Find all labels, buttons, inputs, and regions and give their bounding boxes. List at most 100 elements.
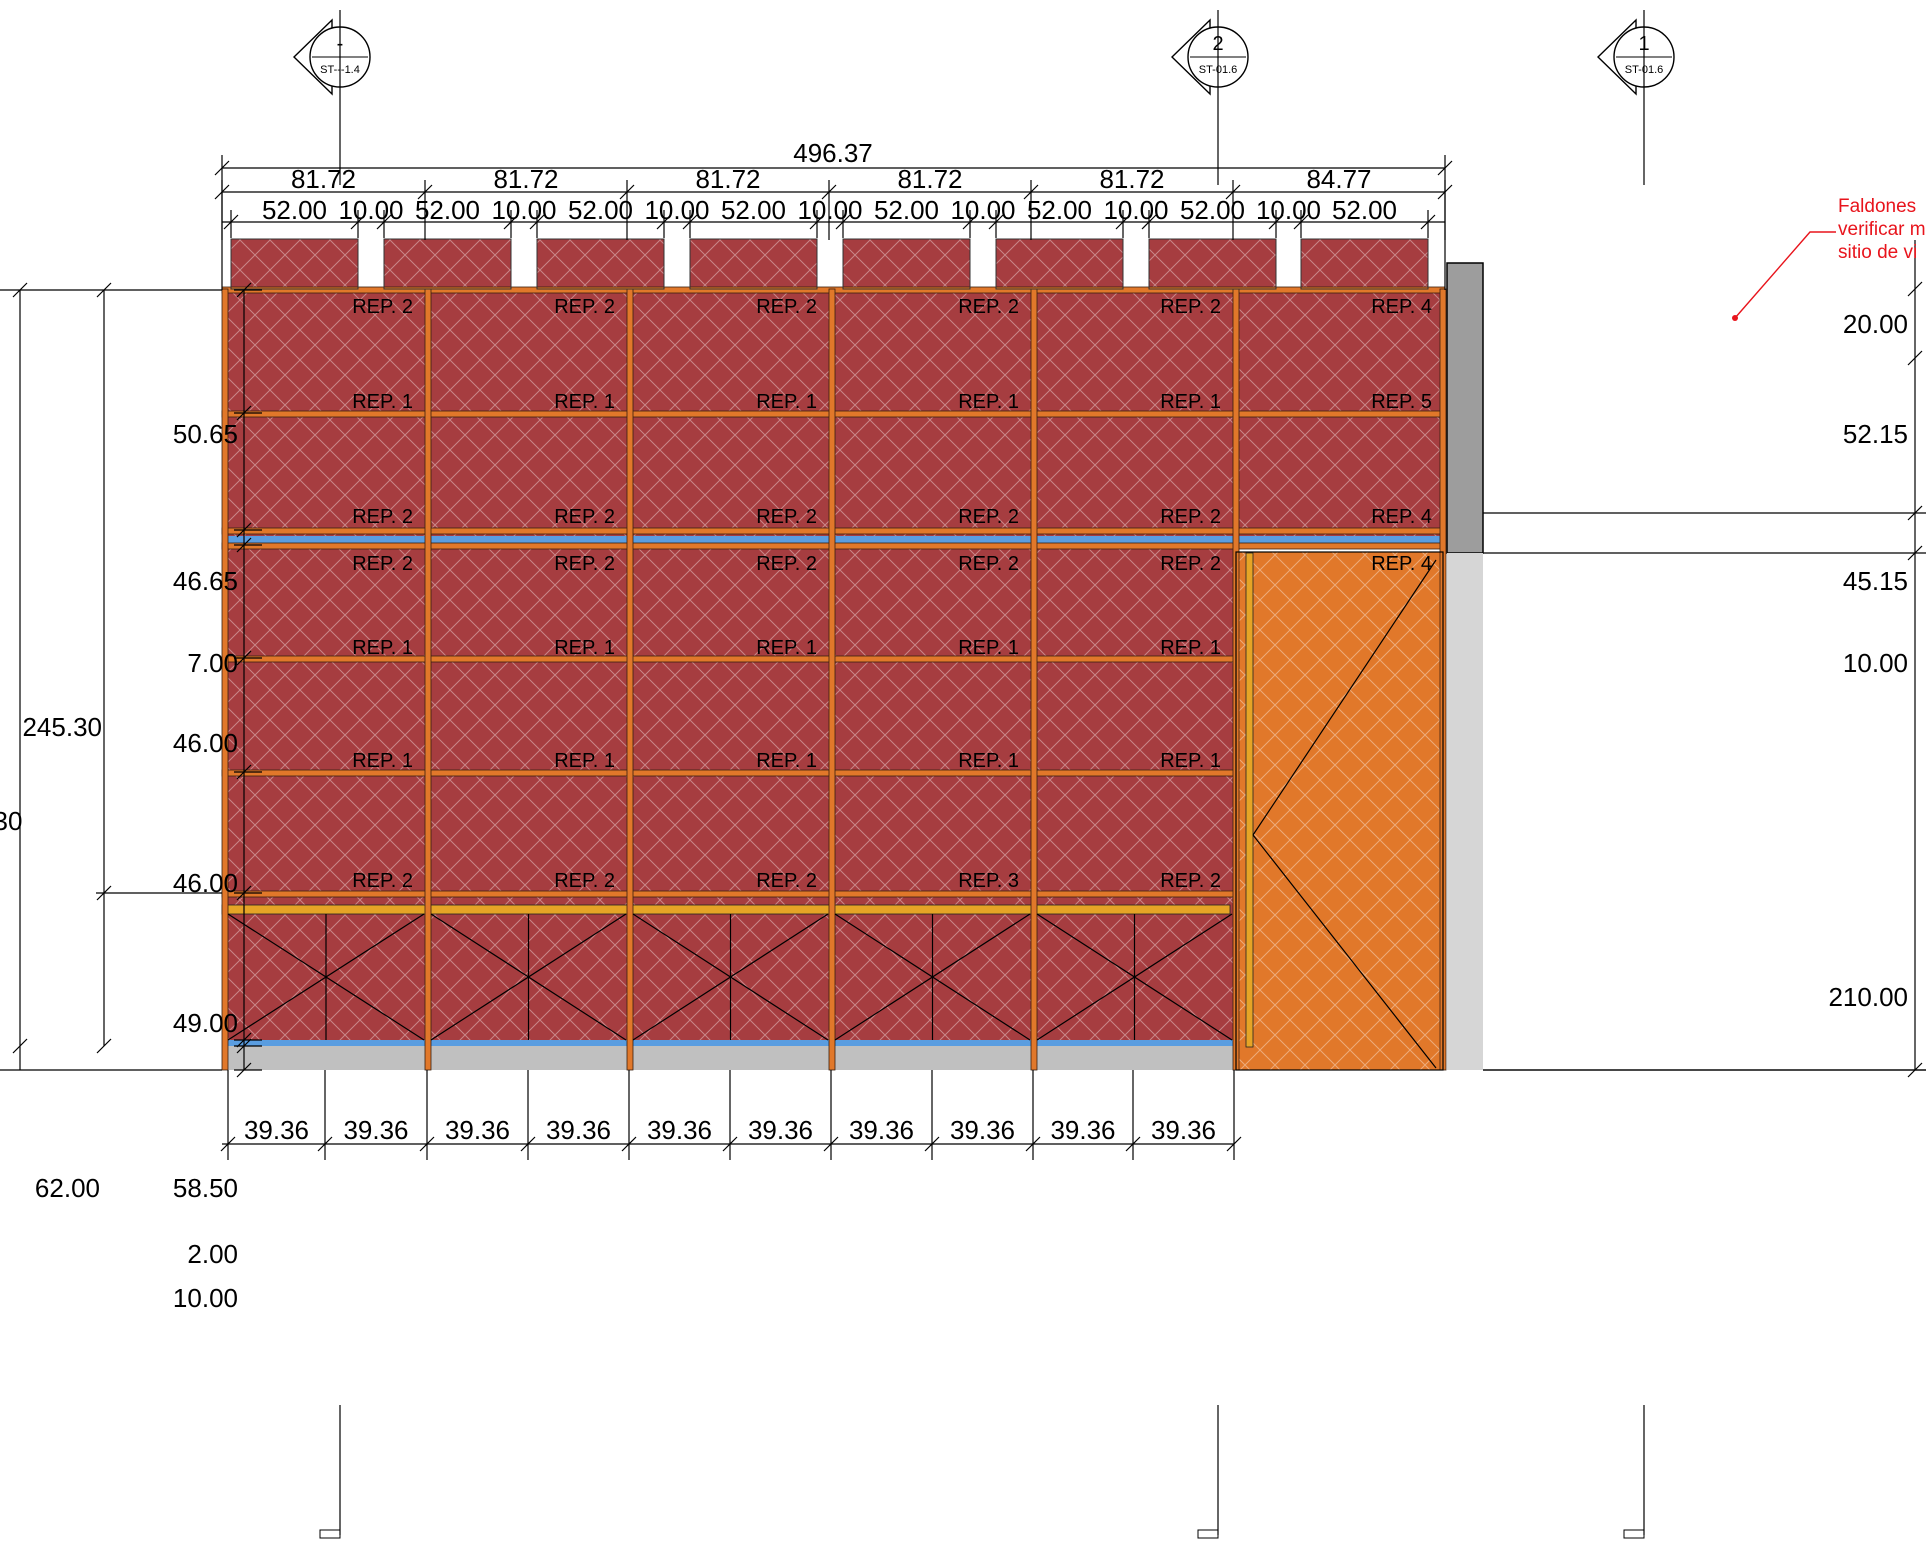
dim-left-inner: 49.00 xyxy=(173,1008,238,1038)
dim-right: 10.00 xyxy=(1843,648,1908,678)
panel-label: REP. 2 xyxy=(958,506,1019,528)
dim-segment: 10.00 xyxy=(797,195,862,225)
panel-label: REP. 5 xyxy=(1371,391,1432,413)
door-swing-line xyxy=(1252,834,1437,1069)
dim-module-width: 81.72 xyxy=(695,164,760,194)
panel-label: REP. 1 xyxy=(1160,391,1221,413)
section-marker-bottom xyxy=(1623,1529,1645,1539)
dim-left-inner: 46.00 xyxy=(173,728,238,758)
dim-bottom: 39.36 xyxy=(647,1115,712,1145)
dim-bottom: 39.36 xyxy=(1050,1115,1115,1145)
vertical-post xyxy=(626,288,634,1071)
dim-segment: 52.00 xyxy=(1027,195,1092,225)
brace-diagonal xyxy=(227,913,425,1041)
parapet-hatch xyxy=(1149,239,1276,289)
parapet-outline xyxy=(842,238,971,290)
parapet-hatch xyxy=(384,239,511,289)
section-marker-number: 2 xyxy=(1212,33,1223,55)
dim-tick xyxy=(1437,160,1453,176)
note-leader-dot xyxy=(1732,315,1738,321)
note-line: verificar m xyxy=(1838,219,1926,240)
dim-segment: 10.00 xyxy=(338,195,403,225)
parapet-outline xyxy=(995,238,1124,290)
dim-segment: 52.00 xyxy=(721,195,786,225)
dim-left-outer: 30 xyxy=(0,806,22,836)
dim-segment: 10.00 xyxy=(644,195,709,225)
parapet-hatch xyxy=(537,239,664,289)
panel-label: REP. 4 xyxy=(1371,506,1432,528)
dim-segment: 52.00 xyxy=(1180,195,1245,225)
dim-segment: 52.00 xyxy=(874,195,939,225)
panel-label: REP. 2 xyxy=(756,553,817,575)
section-marker-number: - xyxy=(337,33,344,55)
brace-diagonal xyxy=(1036,913,1233,1041)
panel-label: REP. 1 xyxy=(554,637,615,659)
parapet-outline xyxy=(383,238,512,290)
panel-label: REP. 1 xyxy=(756,637,817,659)
panel-label: REP. 2 xyxy=(1160,506,1221,528)
dim-module-width: 81.72 xyxy=(291,164,356,194)
panel-label: REP. 1 xyxy=(554,750,615,772)
dim-segment: 52.00 xyxy=(415,195,480,225)
parapet-hatch xyxy=(843,239,970,289)
dim-bottom: 39.36 xyxy=(748,1115,813,1145)
panel-label: REP. 1 xyxy=(352,391,413,413)
right-column-light xyxy=(1447,553,1483,1070)
panel-label: REP. 2 xyxy=(1160,870,1221,892)
vertical-post xyxy=(221,288,229,1071)
panel-label: REP. 2 xyxy=(352,870,413,892)
dim-segment: 52.00 xyxy=(568,195,633,225)
dim-left-inner: 46.65 xyxy=(173,566,238,596)
panel-label: REP. 1 xyxy=(352,750,413,772)
dim-tick xyxy=(214,160,230,176)
panel-label: REP. 2 xyxy=(1160,553,1221,575)
right-column-dark xyxy=(1446,262,1484,554)
panel-label: REP. 2 xyxy=(1160,296,1221,318)
dim-left-inner: 46.00 xyxy=(173,868,238,898)
brace-diagonal xyxy=(632,913,829,1041)
dim-segment: 52.00 xyxy=(262,195,327,225)
panel-label: REP. 1 xyxy=(1160,637,1221,659)
dim-right: 210.00 xyxy=(1828,982,1908,1012)
door-outline xyxy=(1235,551,1444,1071)
panel-label: REP. 4 xyxy=(1371,296,1432,318)
panel-label: REP. 2 xyxy=(756,506,817,528)
dim-segment: 10.00 xyxy=(1103,195,1168,225)
parapet-hatch xyxy=(996,239,1123,289)
panel-label: REP. 1 xyxy=(1160,750,1221,772)
dim-left-inner: 50.65 xyxy=(173,419,238,449)
dim-right: 45.15 xyxy=(1843,566,1908,596)
dim-segment: 10.00 xyxy=(491,195,556,225)
hatch-bottom xyxy=(222,545,1234,1046)
dim-bottom: 39.36 xyxy=(950,1115,1015,1145)
dim-left-mid: 245.30 xyxy=(22,712,102,742)
panel-label: REP. 2 xyxy=(352,506,413,528)
section-marker-number: 1 xyxy=(1638,33,1649,55)
dim-left-mid: 62.00 xyxy=(35,1173,100,1203)
dim-tick xyxy=(96,1038,112,1054)
hatch-door xyxy=(1236,552,1443,1070)
note-line: Faldones xyxy=(1838,196,1916,217)
brace-diagonal xyxy=(834,913,1031,1041)
panel-label: REP. 2 xyxy=(958,553,1019,575)
brace-diagonal xyxy=(430,913,627,1041)
panel-label: REP. 2 xyxy=(554,553,615,575)
panel-label: REP. 1 xyxy=(958,637,1019,659)
parapet-outline xyxy=(1148,238,1277,290)
dim-left-inner: 58.50 xyxy=(173,1173,238,1203)
parapet-hatch xyxy=(231,239,358,289)
door-jamb xyxy=(1245,552,1254,1048)
panel-label: REP. 3 xyxy=(958,870,1019,892)
yellow-transom xyxy=(221,904,1231,915)
dim-segment: 52.00 xyxy=(1332,195,1397,225)
vertical-post xyxy=(828,288,836,1071)
panel-label: REP. 2 xyxy=(352,553,413,575)
dim-module-width: 81.72 xyxy=(897,164,962,194)
parapet-hatch xyxy=(690,239,817,289)
dim-segment: 10.00 xyxy=(1256,195,1321,225)
parapet-outline xyxy=(1300,238,1429,290)
panel-label: REP. 1 xyxy=(958,750,1019,772)
lines-layer xyxy=(0,10,1926,1539)
dim-tick xyxy=(12,1038,28,1054)
dim-bottom: 39.36 xyxy=(1151,1115,1216,1145)
